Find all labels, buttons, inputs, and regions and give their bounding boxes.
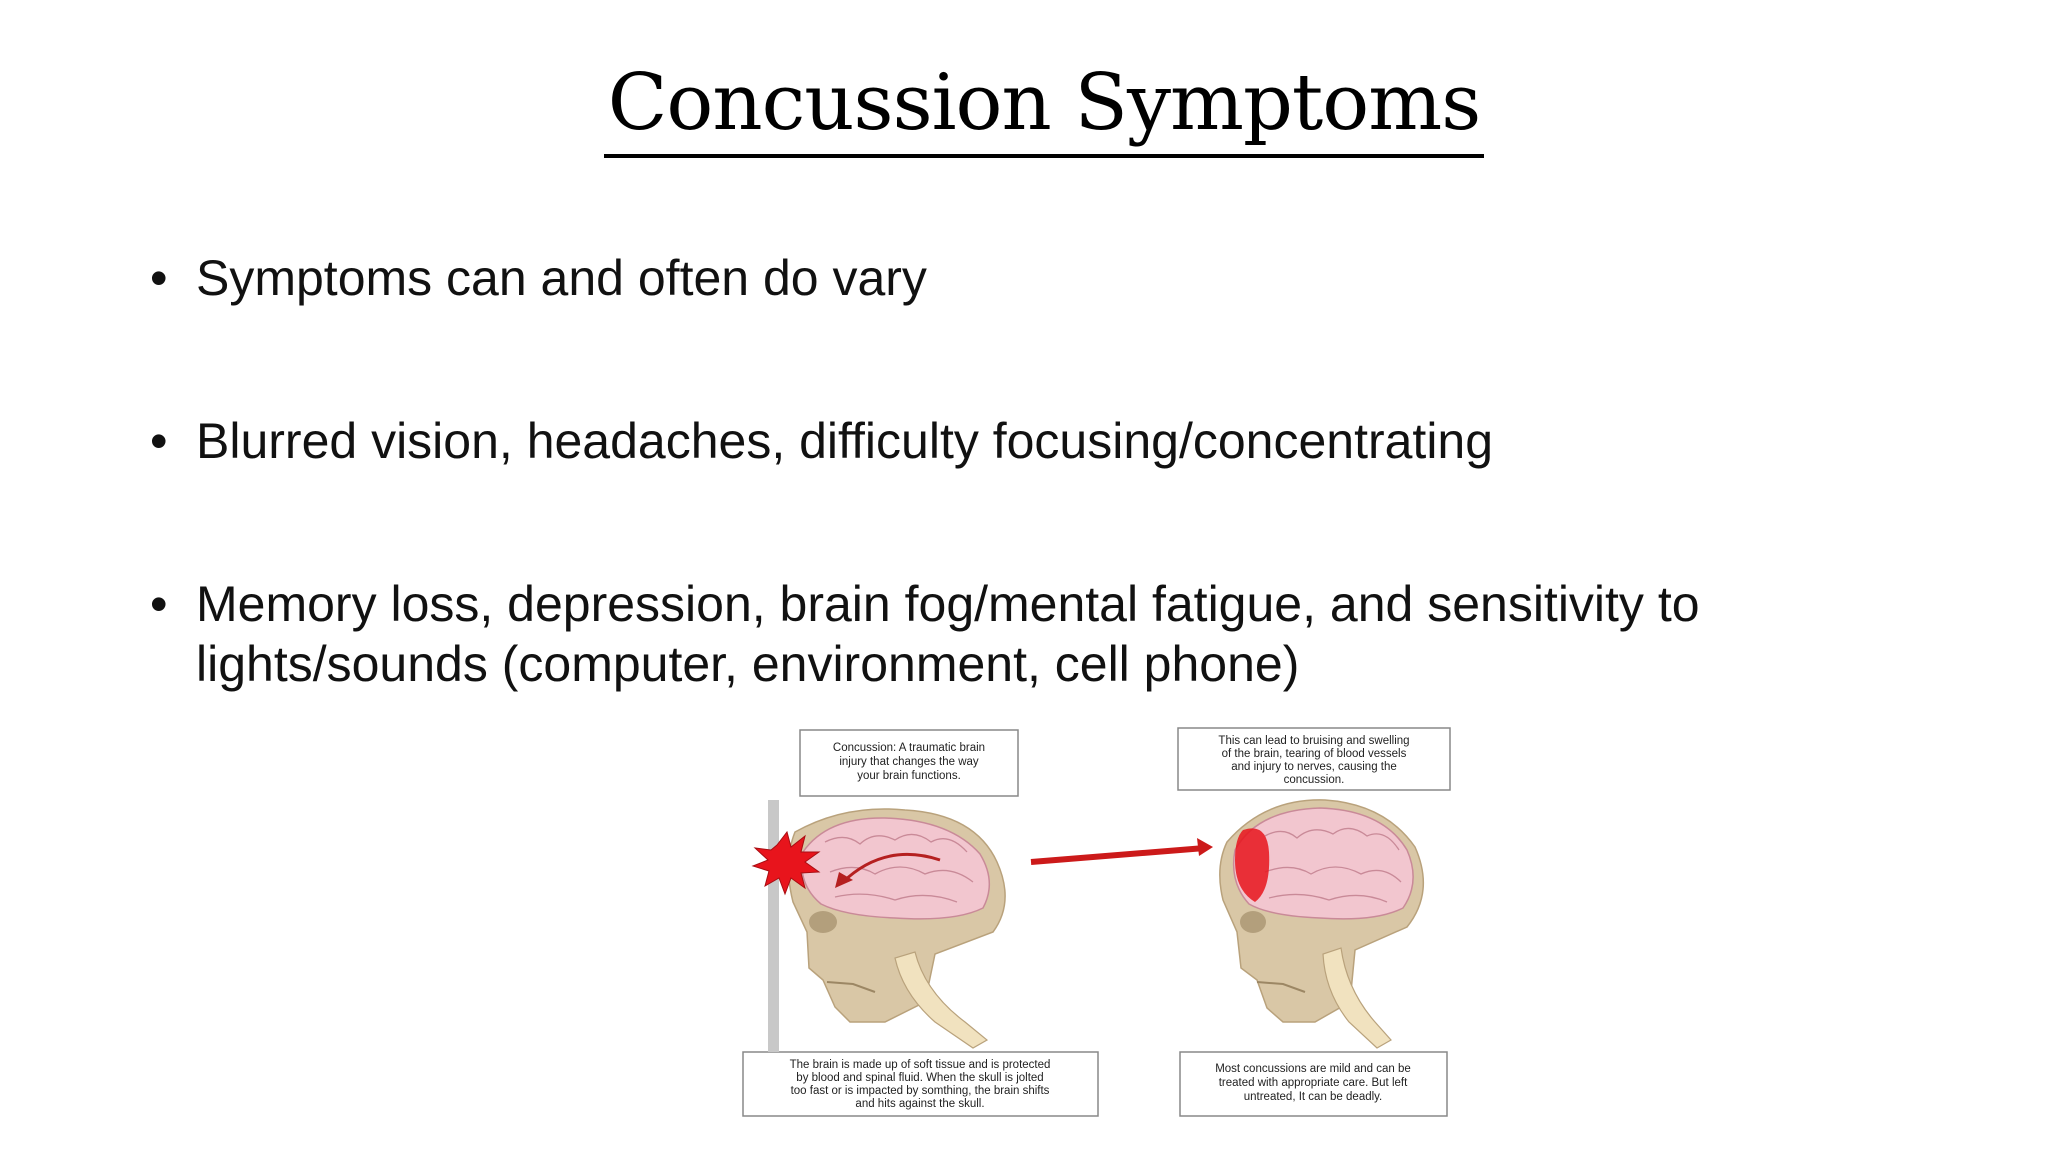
- caption-line: Most concussions are mild and can be: [1215, 1063, 1411, 1075]
- caption-line: and injury to nerves, causing the: [1231, 761, 1397, 773]
- bullet-list: • Symptoms can and often do vary • Blurr…: [150, 248, 1850, 797]
- motion-arrow: [841, 852, 941, 884]
- slide-title: Concussion Symptoms: [0, 58, 2048, 158]
- right-head-illustration: [1219, 799, 1425, 1049]
- bullet-item: • Symptoms can and often do vary: [150, 248, 1850, 308]
- brain: [801, 817, 990, 920]
- bullet-item: • Memory loss, depression, brain fog/men…: [150, 574, 1850, 694]
- bullet-dot: •: [150, 576, 168, 632]
- caption-line: and hits against the skull.: [855, 1098, 984, 1110]
- caption-line: This can lead to bruising and swelling: [1218, 735, 1409, 747]
- left-head-illustration: [751, 800, 1006, 1052]
- caption-line: untreated, It can be deadly.: [1244, 1091, 1383, 1103]
- jaw-line: [1256, 981, 1306, 993]
- spine: [1322, 947, 1392, 1049]
- bruise-highlight: [1235, 828, 1270, 902]
- spine: [894, 951, 989, 1049]
- wall: [768, 800, 779, 1052]
- eye-socket: [1240, 911, 1266, 933]
- caption-line: The brain is made up of soft tissue and …: [790, 1059, 1051, 1071]
- eye-socket: [809, 911, 837, 933]
- bullet-text: Blurred vision, headaches, difficulty fo…: [196, 413, 1494, 469]
- caption-line: your brain functions.: [857, 770, 961, 782]
- caption-top-right: This can lead to bruising and swelling o…: [1177, 727, 1451, 791]
- motion-arrowhead: [835, 872, 853, 888]
- arrow-head-icon: [1197, 838, 1213, 856]
- concussion-illustration: Concussion: A traumatic brain injury tha…: [742, 727, 1451, 1117]
- impact-star-icon: [751, 830, 821, 896]
- bullet-text: Symptoms can and often do vary: [196, 250, 927, 306]
- caption-line: too fast or is impacted by somthing, the…: [791, 1085, 1050, 1097]
- brain-folds: [1264, 827, 1402, 903]
- transition-arrow: [1030, 838, 1213, 865]
- caption-line: Concussion: A traumatic brain: [833, 742, 985, 754]
- bullet-text: Memory loss, depression, brain fog/menta…: [196, 576, 1700, 692]
- brain-folds: [824, 833, 974, 903]
- caption-line: of the brain, tearing of blood vessels: [1222, 748, 1407, 760]
- bullet-dot: •: [150, 250, 168, 306]
- caption-line: concussion.: [1284, 774, 1345, 786]
- caption-line: by blood and spinal fluid. When the skul…: [796, 1072, 1043, 1084]
- caption-line: injury that changes the way: [839, 756, 979, 768]
- caption-bottom-left: The brain is made up of soft tissue and …: [742, 1051, 1099, 1117]
- bullet-item: • Blurred vision, headaches, difficulty …: [150, 411, 1850, 471]
- caption-top-left: Concussion: A traumatic brain injury tha…: [799, 729, 1019, 797]
- slide-title-text: Concussion Symptoms: [603, 58, 1485, 158]
- arrow-shaft: [1030, 845, 1206, 865]
- bullet-dot: •: [150, 413, 168, 469]
- jaw-line: [826, 981, 876, 993]
- concussion-diagram: Concussion: A traumatic brain injury tha…: [735, 722, 1455, 1122]
- caption-line: treated with appropriate care. But left: [1219, 1077, 1408, 1089]
- caption-bottom-right: Most concussions are mild and can be tre…: [1179, 1051, 1448, 1117]
